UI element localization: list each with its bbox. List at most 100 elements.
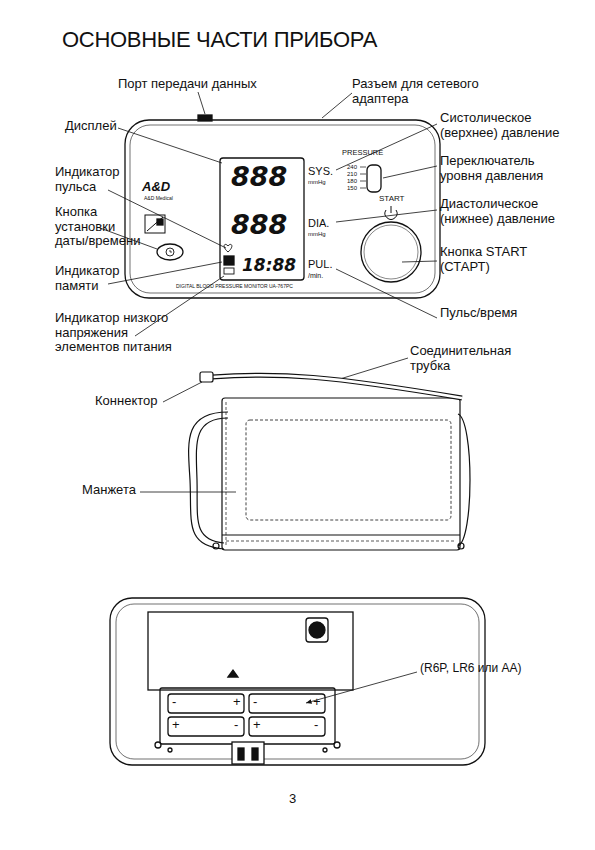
drawing-part	[336, 124, 437, 170]
callout-label: Коннектор	[95, 394, 158, 409]
drawing-part	[334, 742, 340, 748]
drawing-part	[168, 694, 244, 713]
drawing-part	[222, 398, 460, 550]
drawing-part	[391, 206, 392, 213]
drawing-part	[168, 748, 172, 752]
callout-label: (R6P, LR6 или AA)	[420, 662, 522, 675]
drawing-part	[145, 215, 165, 233]
drawing-part	[157, 244, 183, 260]
drawing-part	[224, 268, 234, 274]
drawing-part	[249, 717, 325, 736]
drawing-part	[160, 688, 335, 744]
callout-label: Кнопка установки даты/времени	[55, 205, 145, 249]
display-unit: mmHg	[308, 231, 326, 237]
switch-level: 210	[347, 171, 357, 177]
drawing-part	[361, 222, 421, 282]
drawing-part	[228, 670, 238, 677]
model-text: DIGITAL BLOOD PRESSURE MONITOR UA-767PC	[176, 284, 293, 289]
callout-label: Диастолическое (нижнее) давление	[440, 197, 588, 226]
drawing-part	[232, 742, 264, 764]
drawing-part	[170, 250, 172, 252]
switch-level: 240	[347, 164, 357, 170]
drawing-part	[155, 742, 161, 748]
drawing-part	[360, 167, 366, 188]
drawing-part	[238, 748, 244, 760]
drawing-part	[336, 210, 437, 222]
polarity-sign: +	[172, 718, 180, 731]
drawing-part	[364, 225, 418, 279]
drawing-part	[166, 248, 174, 256]
switch-level: 180	[347, 178, 357, 184]
drawing-part	[130, 125, 435, 293]
display-label: SYS.	[308, 166, 333, 177]
drawing-part	[168, 717, 244, 736]
drawing-part	[226, 541, 456, 542]
drawing-part	[116, 604, 479, 759]
drawing-part	[198, 92, 205, 114]
drawing-part	[367, 165, 381, 192]
display-label: DIA.	[308, 218, 329, 229]
drawing-part	[220, 158, 304, 280]
drawing-part	[224, 244, 232, 252]
drawing-part	[224, 256, 234, 265]
drawing-part	[458, 543, 464, 549]
drawing-part	[323, 748, 327, 752]
polarity-sign: +	[233, 695, 241, 708]
drawing-part	[147, 217, 163, 231]
drawing-part	[340, 358, 408, 379]
drawing-part	[322, 93, 352, 118]
drawing-part	[306, 618, 328, 642]
display-unit: mmHg	[308, 179, 326, 185]
polarity-sign: -	[172, 695, 176, 708]
cuff	[189, 372, 470, 550]
drawing-part	[148, 612, 353, 690]
drawing-part	[200, 372, 213, 382]
brand-logo: A&D	[142, 180, 170, 193]
lcd-digits: 888	[231, 211, 287, 238]
drawing-part	[252, 748, 258, 760]
drawing-part	[246, 420, 451, 520]
callout-label: Систолическое (верхнее) давление	[440, 111, 588, 140]
display-unit: /min.	[308, 272, 323, 279]
button-label: START	[379, 195, 404, 203]
callout-label: Индикатор памяти	[55, 264, 155, 293]
callout-label: Разъем для сетевого адаптера	[352, 77, 502, 106]
callout-label: Дисплей	[65, 119, 145, 134]
drawing-part	[213, 543, 219, 549]
polarity-sign: -	[253, 695, 257, 708]
drawing-part	[196, 418, 228, 543]
callout-label: Кнопка START (СТАРТ)	[440, 245, 560, 274]
page-number: 3	[289, 792, 296, 807]
polarity-sign: +	[253, 718, 261, 731]
callout-label: Переключатель уровня давления	[440, 154, 560, 183]
callout-label: Манжета	[82, 483, 136, 498]
drawing-part	[383, 166, 437, 178]
callout-label: Индикатор низкого напряжения элементов п…	[55, 311, 185, 355]
page-title: ОСНОВНЫЕ ЧАСТИ ПРИБОРА	[62, 28, 542, 53]
drawing-part	[222, 534, 460, 535]
drawing-part	[226, 402, 227, 546]
switch-level: 150	[347, 185, 357, 191]
lcd-digits: 18:88	[242, 257, 296, 274]
display-label: PUL.	[308, 259, 332, 270]
callout-label: Порт передачи данных	[118, 77, 288, 92]
device-front	[125, 115, 440, 298]
drawing-part	[157, 219, 163, 225]
drawing-part	[212, 375, 462, 398]
drawing-part	[108, 262, 222, 284]
polarity-sign: +	[313, 695, 321, 708]
drawing-part	[163, 382, 202, 402]
drawing-part	[309, 622, 325, 638]
drawing-part	[118, 128, 222, 163]
callout-label: Индикатор пульса	[55, 165, 155, 194]
drawing-part	[336, 269, 437, 318]
callout-label: Пульс/время	[440, 306, 570, 321]
switch-title: PRESSURE	[342, 149, 383, 157]
polarity-sign: -	[314, 718, 318, 731]
device-back	[110, 598, 485, 765]
brand-name: A&D Medical	[144, 196, 173, 201]
lcd-digits: 888	[231, 163, 287, 190]
polarity-sign: -	[234, 718, 238, 731]
callout-label: Соединительная трубка	[410, 344, 530, 373]
drawing-part	[402, 261, 437, 262]
